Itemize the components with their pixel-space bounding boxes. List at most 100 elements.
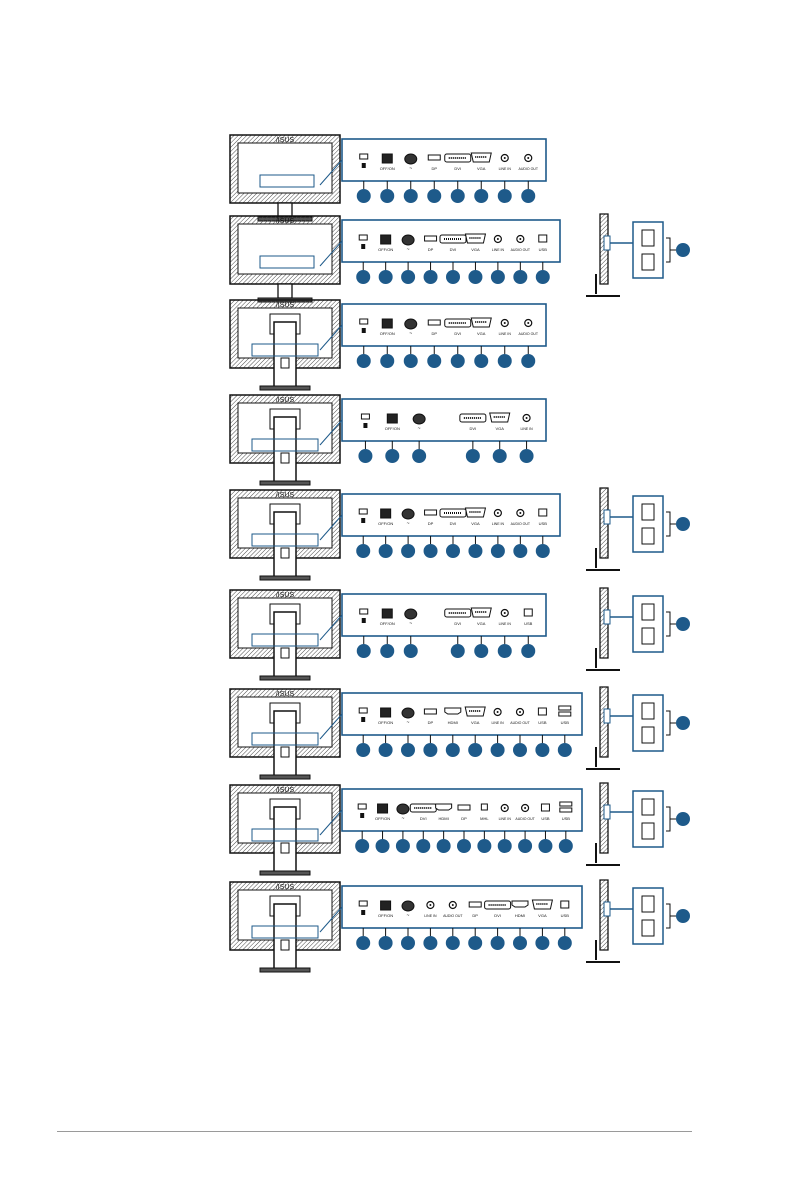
- callout-marker: [474, 354, 489, 368]
- usb-downstream-label: USB: [561, 720, 570, 725]
- usb-downstream-icon: [641, 229, 655, 247]
- stand-base: [259, 870, 311, 876]
- kensington-lock-icon: [358, 900, 368, 907]
- bracket: [666, 710, 671, 736]
- usb-downstream-icon: [641, 919, 655, 937]
- audio-in-label: LINE IN: [492, 522, 505, 526]
- bracket: [666, 511, 671, 537]
- hdmi-icon: [435, 803, 453, 811]
- stand-base: [259, 675, 311, 681]
- leader-line: [319, 514, 343, 541]
- cable-hole: [280, 452, 290, 464]
- connector-zone: [251, 732, 319, 746]
- headphone-icon: [527, 157, 530, 159]
- audio-in-icon: [503, 157, 506, 159]
- callout-marker: [513, 270, 528, 284]
- connector-zone: [251, 343, 319, 357]
- power-switch-label: OFF/ON: [380, 166, 395, 171]
- callout-marker: [497, 354, 512, 368]
- power-switch-label: OFF/ON: [380, 331, 395, 336]
- callout-marker: [676, 812, 690, 826]
- usb-upstream-label: USB: [538, 720, 547, 725]
- connector-panel: [341, 593, 547, 637]
- kensington-lock-icon: [361, 163, 366, 168]
- callout-marker: [468, 544, 483, 558]
- stand-column: [273, 321, 297, 389]
- kensington-lock-icon: [361, 717, 366, 722]
- callout-marker: [513, 936, 527, 950]
- headphone-icon: [527, 322, 530, 324]
- ac-in-icon: [404, 153, 418, 165]
- kensington-lock-icon: [357, 803, 367, 810]
- ac-in-label: ~: [407, 913, 410, 919]
- power-switch-icon: [380, 900, 392, 911]
- callout-marker: [490, 544, 505, 558]
- leader-line: [319, 713, 343, 740]
- usb-downstream-icon: [641, 702, 655, 720]
- callout-marker: [468, 936, 483, 950]
- dvi-label: DVI: [454, 331, 461, 336]
- callout-marker: [427, 354, 442, 368]
- callout-marker: [497, 189, 512, 203]
- displayport-icon: [457, 804, 471, 811]
- kensington-lock-icon: [361, 518, 366, 523]
- callout-marker: [513, 743, 527, 757]
- stand-column: [273, 611, 297, 679]
- bracket: [666, 237, 671, 263]
- dvi-label: DVI: [450, 247, 457, 252]
- usb-downstream-icon: [559, 801, 573, 807]
- power-switch-icon: [380, 234, 392, 245]
- stand-base: [259, 967, 311, 973]
- bracket: [666, 806, 671, 832]
- connector-zone: [259, 174, 315, 188]
- displayport-icon: [468, 901, 482, 908]
- callout-marker: [521, 644, 536, 658]
- stand-base: [259, 774, 311, 780]
- callout-marker: [445, 743, 460, 757]
- stand-neck: [277, 283, 293, 299]
- vga-icon: [489, 412, 511, 423]
- callout-marker: [450, 189, 465, 203]
- vga-icon: [464, 507, 487, 518]
- audio-in-icon: [503, 612, 506, 614]
- vga-label: VGA: [471, 247, 480, 252]
- connector-panel: [341, 398, 547, 442]
- cable-hole: [280, 357, 290, 369]
- ac-in-label: ~: [407, 247, 410, 253]
- leader-line: [319, 324, 343, 351]
- dvi-label: DVI: [494, 913, 501, 918]
- usb-upstream-icon: [538, 234, 548, 243]
- callout-marker: [490, 936, 505, 950]
- usb-downstream-icon: [641, 627, 655, 645]
- callout-marker: [538, 839, 553, 853]
- stand-neck: [277, 202, 293, 218]
- callout-marker: [446, 544, 460, 558]
- callout-marker: [445, 936, 460, 950]
- callout-marker: [513, 544, 528, 558]
- usb-upstream-label: USB: [541, 816, 550, 821]
- callout-marker: [356, 354, 371, 368]
- audio-in-icon: [496, 238, 499, 240]
- leader-line: [319, 419, 343, 446]
- power-switch-icon: [381, 153, 393, 164]
- audio-in-icon: [503, 807, 506, 809]
- kensington-lock-icon: [358, 508, 368, 515]
- headphone-icon: [519, 512, 522, 514]
- ac-in-label: ~: [418, 426, 421, 432]
- callout-marker: [468, 743, 483, 757]
- callout-marker: [436, 839, 451, 853]
- ac-in-label: ~: [401, 816, 404, 822]
- callout-marker: [676, 517, 690, 531]
- callout-marker: [356, 544, 371, 558]
- callout-marker: [395, 839, 410, 853]
- stand-base: [259, 575, 311, 581]
- leader-line: [319, 906, 343, 933]
- callout-marker: [557, 936, 572, 950]
- vga-label: VGA: [538, 913, 547, 918]
- kensington-lock-icon: [358, 234, 368, 241]
- usb-side-marker: [603, 901, 611, 917]
- power-switch-icon: [381, 318, 393, 329]
- callout-marker: [465, 449, 480, 463]
